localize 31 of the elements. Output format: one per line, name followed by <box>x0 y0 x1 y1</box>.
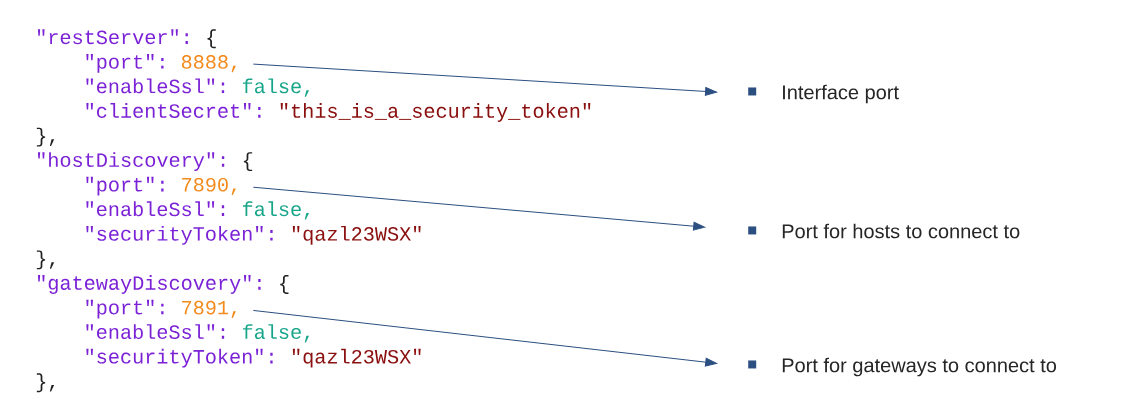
json-key: "enableSsl": <box>86 324 225 339</box>
json-value: "qazl23WSX" <box>292 348 421 368</box>
json-key: "enableSsl": <box>86 201 225 217</box>
code-line: "port": 7890, <box>86 176 236 196</box>
json-key: "hostDiscovery": <box>37 152 225 171</box>
json-brace: }, <box>36 373 55 393</box>
arrow <box>252 309 718 367</box>
json-key: "securityToken": <box>86 348 273 368</box>
bullet-item: Interface port <box>748 84 899 104</box>
json-brace: { <box>280 275 289 294</box>
json-key: "clientSecret": <box>86 103 261 118</box>
code-line: "port": 8888, <box>86 53 236 73</box>
node-label: Interface port <box>783 84 899 104</box>
json-key: "gatewayDiscovery": <box>37 275 261 294</box>
json-brace: }, <box>36 250 55 270</box>
code-line: "port": 7891, <box>86 299 236 319</box>
json-key: "restServer": <box>37 29 188 45</box>
json-brace: { <box>207 29 216 49</box>
json-value: false, <box>242 78 309 97</box>
bullet-item: Port for gateways to connect to <box>748 357 1057 377</box>
json-value: "this_is_a_security_token" <box>280 103 591 122</box>
json-key: "enableSsl": <box>86 78 225 94</box>
bullet-item: Port for hosts to connect to <box>748 223 1020 239</box>
json-brace: }, <box>36 127 55 147</box>
json-value: false, <box>242 324 309 343</box>
json-value: "qazl23WSX" <box>292 225 421 245</box>
json-value: false, <box>242 201 309 220</box>
json-key: "securityToken": <box>86 225 273 245</box>
json-brace: { <box>243 152 253 171</box>
arrow <box>252 63 718 96</box>
arrow <box>252 186 706 231</box>
